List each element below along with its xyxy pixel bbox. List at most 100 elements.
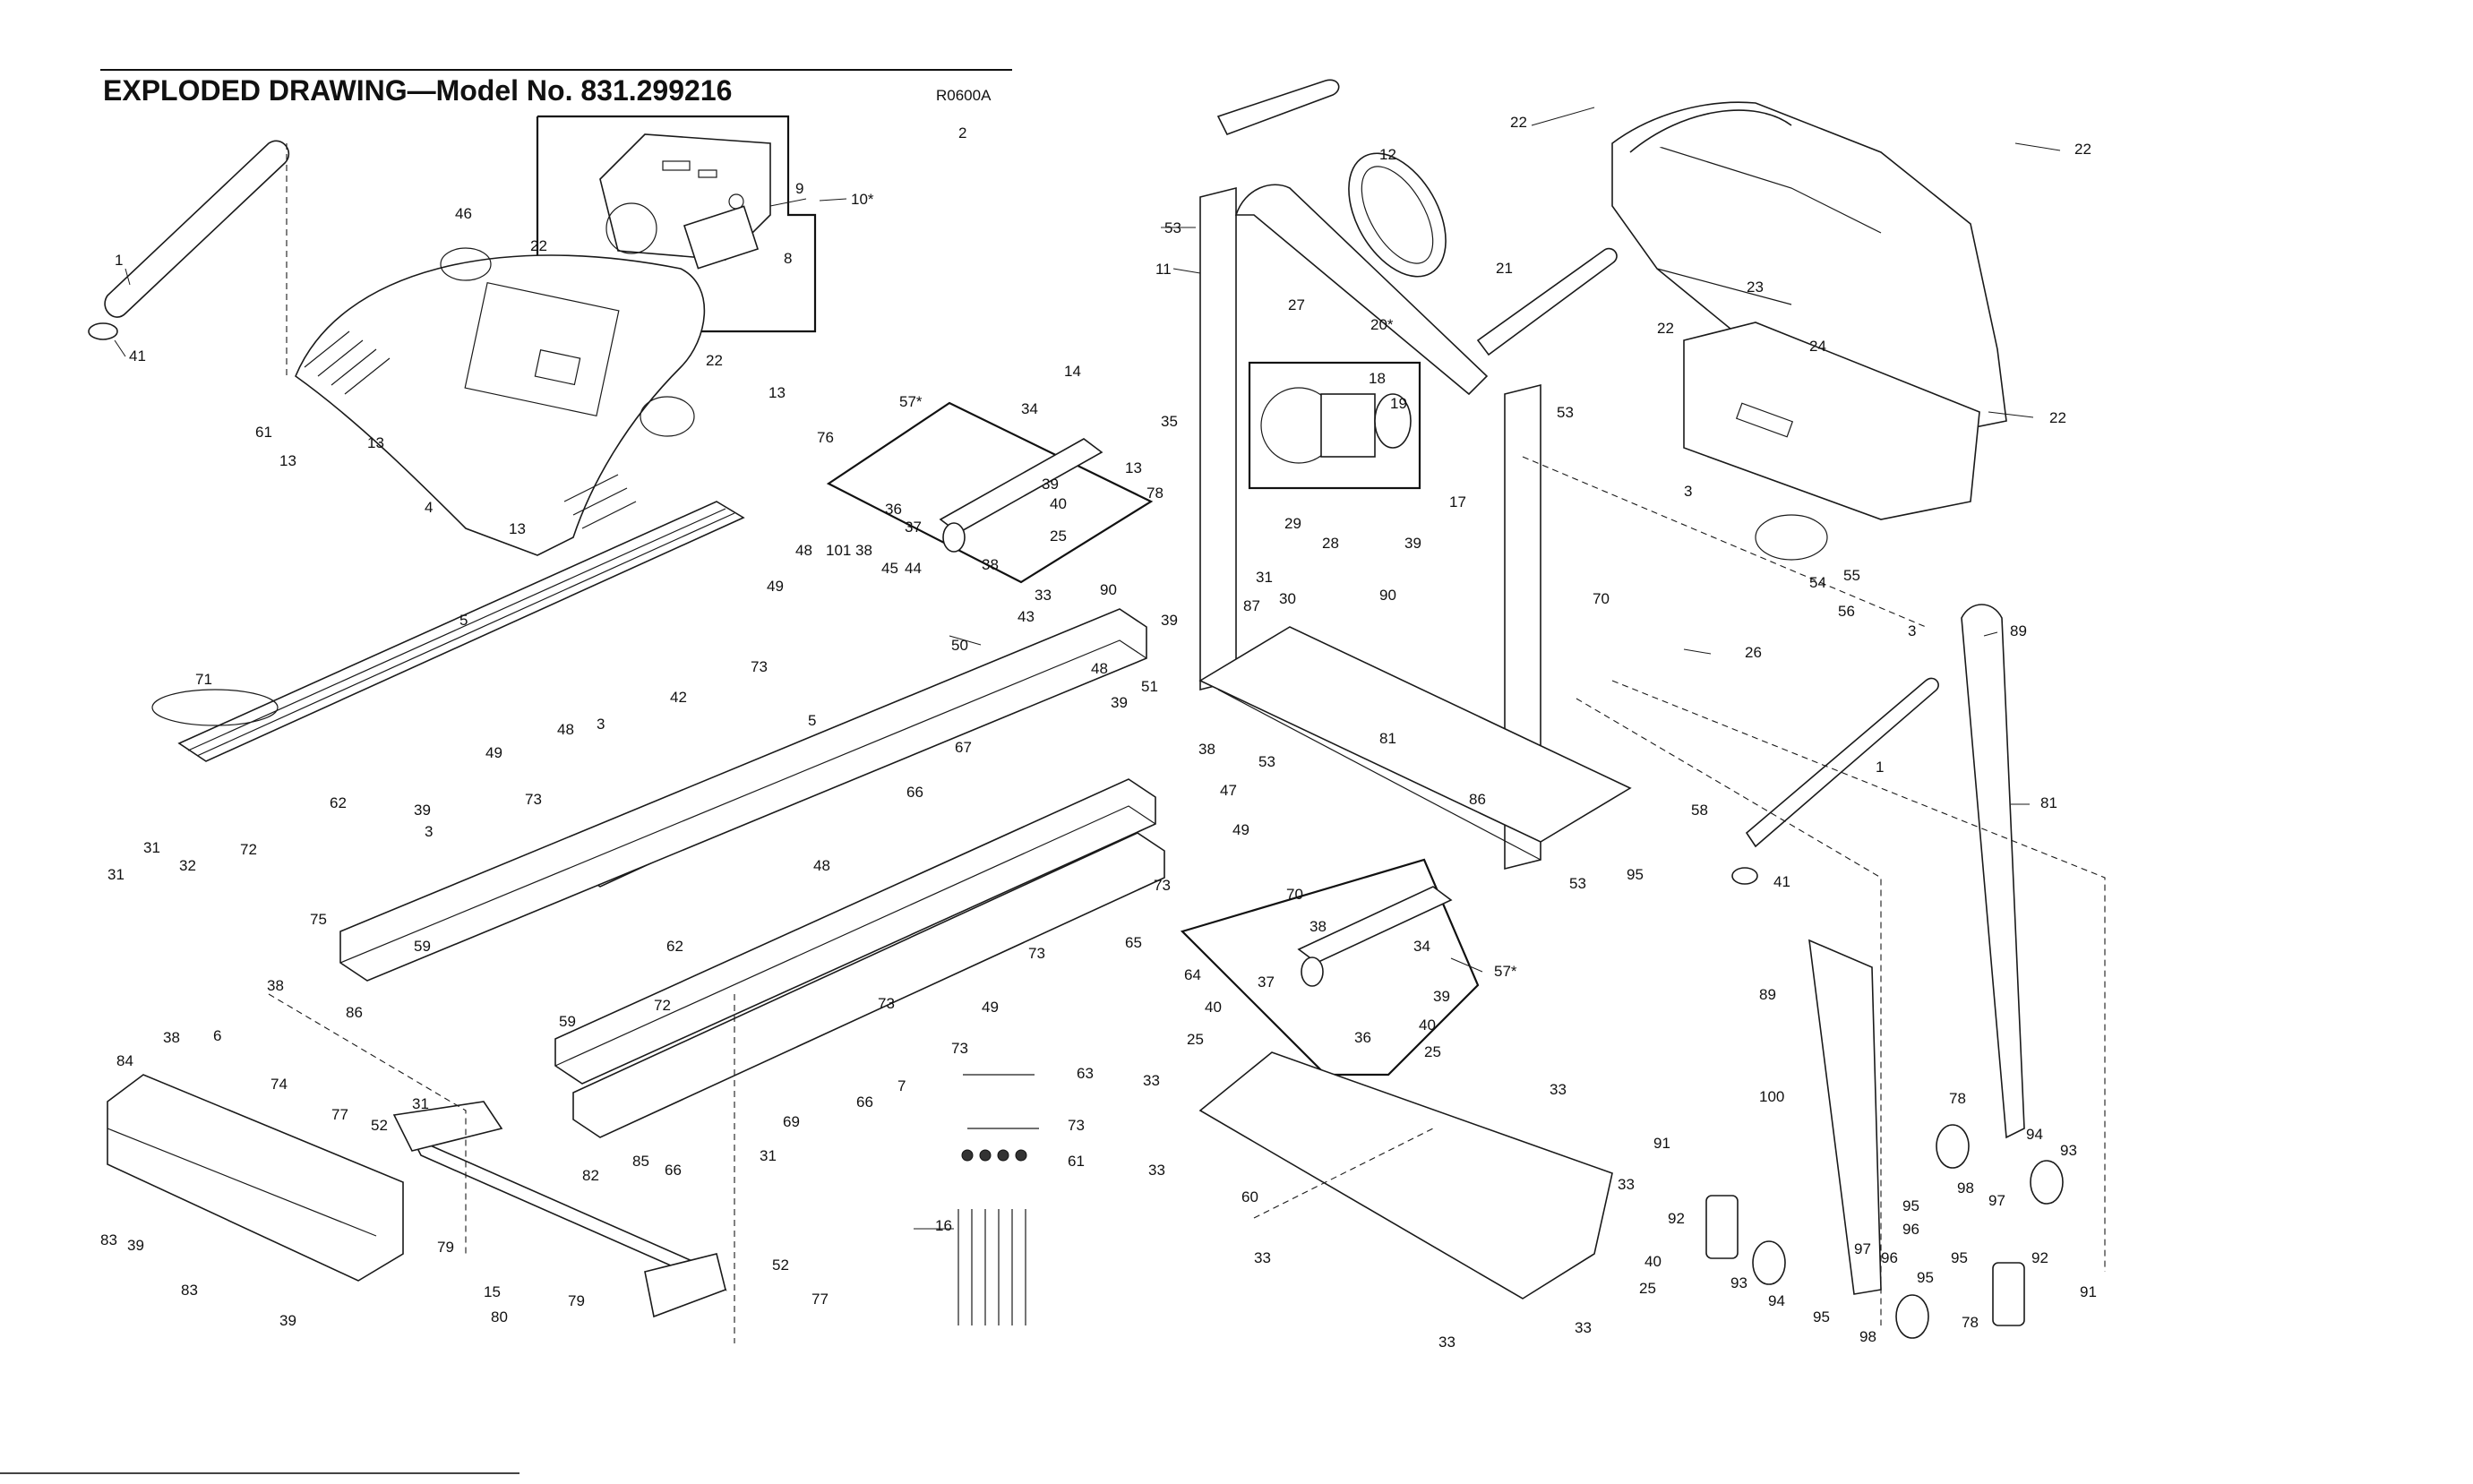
callout-label: 86 bbox=[346, 1004, 363, 1021]
callout-label: 5 bbox=[459, 612, 468, 629]
callout-label: 62 bbox=[330, 794, 347, 811]
callout-label: 89 bbox=[1759, 986, 1776, 1003]
callout-label: 33 bbox=[1148, 1162, 1165, 1179]
callout-label: 33 bbox=[1550, 1081, 1567, 1098]
callout-label: 4 bbox=[425, 499, 433, 516]
callout-label: 39 bbox=[1111, 694, 1128, 711]
callout-label: 22 bbox=[1510, 114, 1527, 131]
callout-label: 53 bbox=[1557, 404, 1574, 421]
callout-label: 87 bbox=[1243, 597, 1260, 614]
callout-label: 5 bbox=[808, 712, 816, 729]
callout-label: 3 bbox=[597, 716, 605, 733]
callout-label: 82 bbox=[582, 1167, 599, 1184]
side-rail-left bbox=[177, 501, 745, 762]
leader-lines bbox=[114, 107, 2061, 1230]
callout-label: 60 bbox=[1241, 1188, 1258, 1205]
walking-deck bbox=[1198, 1051, 1613, 1300]
callout-label: 13 bbox=[367, 434, 384, 451]
callout-label: 3 bbox=[425, 823, 433, 840]
callout-label: 32 bbox=[179, 857, 196, 874]
front-base-cover bbox=[107, 1074, 404, 1282]
callout-label: 18 bbox=[1369, 370, 1386, 387]
roller-assembly-box-lower bbox=[1180, 858, 1480, 1077]
callout-label: 77 bbox=[811, 1291, 829, 1308]
callout-label: 79 bbox=[568, 1292, 585, 1309]
callout-label: 95 bbox=[1917, 1269, 1934, 1286]
callout-label: 38 bbox=[267, 977, 284, 994]
callout-label: 38 bbox=[1198, 741, 1215, 758]
fastener-bundle bbox=[957, 1074, 1039, 1325]
callout-label: 39 bbox=[1404, 535, 1421, 552]
callout-label: 31 bbox=[107, 866, 125, 883]
callout-label: 13 bbox=[279, 452, 296, 469]
callout-label: 23 bbox=[1747, 279, 1764, 296]
callout-label: 56 bbox=[1838, 603, 1855, 620]
callout-label: 22 bbox=[706, 352, 723, 369]
callout-label: 6 bbox=[213, 1027, 221, 1044]
callout-label: 73 bbox=[1154, 877, 1171, 894]
frame-rail bbox=[339, 608, 1147, 982]
callout-label: 39 bbox=[414, 802, 431, 819]
callout-label: 66 bbox=[906, 784, 923, 801]
callout-label: 95 bbox=[1951, 1249, 1968, 1266]
callout-label: 25 bbox=[1050, 528, 1067, 545]
callout-label: 89 bbox=[2010, 622, 2027, 639]
callout-label: 59 bbox=[414, 938, 431, 955]
callout-label: 33 bbox=[1035, 587, 1052, 604]
callout-label: 93 bbox=[1730, 1274, 1747, 1291]
drawing-code: R0600A bbox=[936, 87, 992, 104]
callout-label: 101 bbox=[826, 542, 851, 559]
callout-label: 61 bbox=[255, 424, 272, 441]
callout-label: 52 bbox=[371, 1117, 388, 1134]
callout-label: 66 bbox=[856, 1094, 873, 1111]
callout-label: 27 bbox=[1288, 296, 1305, 313]
front-axle bbox=[392, 1101, 727, 1318]
callout-label: 20* bbox=[1370, 316, 1394, 333]
callout-label: 40 bbox=[1419, 1016, 1436, 1034]
callout-label: 35 bbox=[1161, 413, 1178, 430]
console-insert-box bbox=[536, 115, 817, 333]
callout-label: 41 bbox=[129, 347, 146, 365]
callout-label: 46 bbox=[455, 205, 472, 222]
callout-label: 78 bbox=[1949, 1090, 1966, 1107]
callout-label: 49 bbox=[767, 578, 784, 595]
callout-label: 83 bbox=[181, 1282, 198, 1299]
callout-label: 64 bbox=[1184, 966, 1201, 983]
callout-label: 65 bbox=[1125, 934, 1142, 951]
callout-label: 15 bbox=[484, 1283, 501, 1300]
callout-label: 73 bbox=[1028, 945, 1045, 962]
callout-label: 73 bbox=[751, 658, 768, 675]
callout-label: 14 bbox=[1064, 363, 1081, 380]
callout-label: 13 bbox=[509, 520, 526, 537]
callout-label: 96 bbox=[1902, 1221, 1919, 1238]
callout-label: 39 bbox=[1161, 612, 1178, 629]
callout-label: 51 bbox=[1141, 678, 1158, 695]
callout-label: 81 bbox=[1379, 730, 1396, 747]
callout-label: 13 bbox=[769, 384, 786, 401]
callout-label: 78 bbox=[1146, 485, 1164, 502]
callout-label: 2 bbox=[958, 124, 966, 142]
callout-label: 95 bbox=[1813, 1308, 1830, 1325]
callout-label: 73 bbox=[951, 1040, 968, 1057]
callout-label: 33 bbox=[1143, 1072, 1160, 1089]
callout-label: 70 bbox=[1593, 590, 1610, 607]
callout-label: 48 bbox=[813, 857, 830, 874]
callout-label: 55 bbox=[1843, 567, 1860, 584]
callout-label: 3 bbox=[1908, 622, 1916, 639]
callout-label: 85 bbox=[632, 1153, 649, 1170]
callout-label: 31 bbox=[143, 839, 160, 856]
callout-label: 48 bbox=[557, 721, 574, 738]
callout-label: 26 bbox=[1745, 644, 1762, 661]
callout-label: 98 bbox=[1859, 1328, 1876, 1345]
callout-label: 1 bbox=[115, 252, 123, 269]
callout-label: 72 bbox=[654, 997, 671, 1014]
callout-label: 84 bbox=[116, 1052, 133, 1069]
callout-label: 98 bbox=[1957, 1179, 1974, 1197]
lower-frame bbox=[554, 778, 1165, 1138]
callout-label: 22 bbox=[530, 237, 547, 254]
callout-label: 19 bbox=[1390, 395, 1407, 412]
callout-label: 94 bbox=[1768, 1292, 1785, 1309]
right-handrail-and-upright bbox=[1731, 604, 2025, 1295]
callout-label: 25 bbox=[1639, 1280, 1656, 1297]
